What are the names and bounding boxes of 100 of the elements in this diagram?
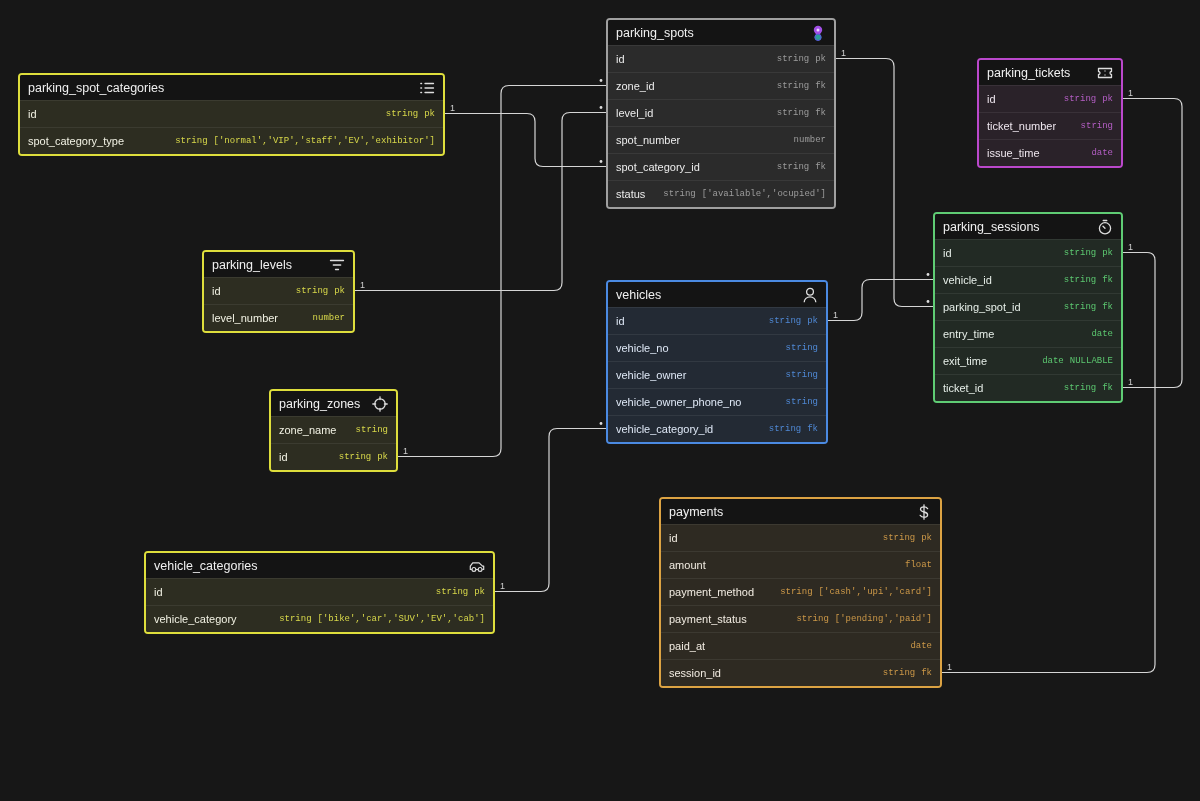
field-name: level_id [616,107,654,119]
field-name: vehicle_id [943,274,992,286]
field-name: zone_id [616,80,655,92]
field-name: payment_method [669,586,754,598]
field-name: id [616,315,625,327]
field-name: parking_spot_id [943,301,1021,313]
table-row [661,659,940,686]
field-name: paid_at [669,640,706,652]
field-name: id [616,53,625,65]
cardinality-label: 1 [1128,241,1133,252]
field-constraint: ['cash','upi','card'] [818,587,932,597]
field-constraint: fk [921,668,932,678]
table-name: vehicles [616,287,662,302]
field-name: id [279,451,288,463]
cardinality-label: 1 [360,279,365,290]
field-constraint: fk [1102,275,1113,285]
table-row [146,605,493,632]
field-constraint: ['pending','paid'] [834,614,932,624]
table-name: parking_spot_categories [28,80,165,95]
field-type: string [795,614,829,624]
field-constraint: fk [1102,302,1113,312]
table-name: parking_levels [212,257,292,272]
table-name: parking_tickets [987,65,1071,80]
field-name: exit_time [943,355,988,367]
entity-table [18,73,445,156]
field-type: string [779,587,813,597]
field-name: session_id [669,667,721,679]
entity-table [606,18,836,209]
field-constraint: pk [1102,94,1113,104]
field-name: spot_category_type [28,135,124,147]
entity-table [269,389,398,472]
field-type: string [434,587,469,597]
field-constraint: ['available','ocupied'] [701,189,826,199]
field-type: string [1062,383,1097,393]
field-type: string [1079,121,1113,131]
field-type: date [1090,148,1113,158]
field-type: string [775,81,810,91]
field-name: vehicle_category_id [616,423,714,435]
field-type: string [784,397,818,407]
field-constraint: fk [1102,383,1113,393]
table-row [20,127,443,154]
field-constraint: pk [921,533,932,543]
table-name: payments [669,504,724,519]
table-name: parking_spots [616,25,694,40]
field-type: string [784,370,818,380]
field-name: id [212,285,221,297]
entity-table [933,212,1123,403]
cardinality-label: 1 [947,661,952,672]
field-name: amount [669,559,706,571]
field-name: spot_category_id [616,161,700,173]
field-type: date [1090,329,1113,339]
field-name: issue_time [987,147,1040,159]
table-row [608,180,834,207]
field-name: vehicle_category [154,613,237,625]
field-name: ticket_number [987,120,1057,132]
field-constraint: fk [807,424,818,434]
cardinality-label: 1 [841,47,846,58]
field-type: string [1062,302,1097,312]
field-type: string [278,614,312,624]
field-constraint: fk [815,81,826,91]
field-type: string [775,54,810,64]
field-type: float [904,560,932,570]
field-type: string [775,108,810,118]
field-name: id [154,586,163,598]
field-name: id [943,247,952,259]
field-type: string [1062,94,1097,104]
field-constraint: pk [815,54,826,64]
field-name: vehicle_owner [616,369,687,381]
field-constraint: pk [424,109,435,119]
field-constraint: fk [815,162,826,172]
field-constraint: pk [334,286,345,296]
field-constraint: fk [815,108,826,118]
table-name: parking_zones [279,396,361,411]
field-type: string [767,316,802,326]
field-name: level_number [212,312,279,324]
field-name: vehicle_owner_phone_no [616,396,742,408]
field-name: entry_time [943,328,995,340]
field-constraint: pk [377,452,388,462]
entity-table [202,250,355,333]
field-type: string [767,424,802,434]
entity-table [606,280,828,444]
cardinality-label: 1 [450,102,455,113]
field-type: string [881,533,916,543]
field-type: number [311,313,345,323]
table-row [935,374,1121,401]
table-row [204,304,353,331]
field-type: string [1062,275,1097,285]
cardinality-label: 1 [833,309,838,320]
field-type: date [909,641,932,651]
field-type: string [174,136,208,146]
table-row [979,139,1121,166]
field-name: status [616,188,646,200]
field-name: payment_status [669,613,747,625]
entity-table [144,551,495,634]
field-type: string [775,162,810,172]
field-name: zone_name [279,424,337,436]
cardinality-label: 1 [1128,376,1133,387]
field-constraint: ['normal','VIP','staff','EV','exhibitor'] [213,136,435,146]
field-type: date [1041,356,1064,366]
field-type: number [792,135,826,145]
